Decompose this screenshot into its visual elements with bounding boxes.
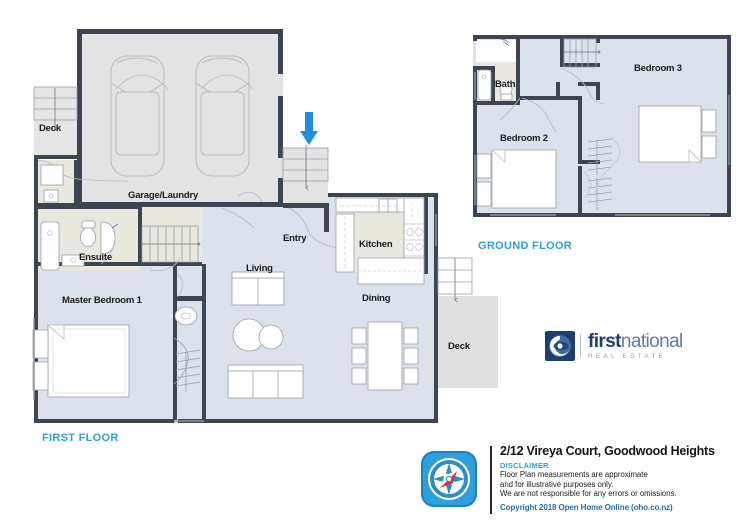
interior-staircase — [141, 225, 201, 263]
first-floor-windows — [174, 214, 437, 422]
hall-door-swing — [176, 272, 184, 298]
logo-tagline: REAL ESTATE — [588, 352, 667, 360]
logo-brand-name: firstnational — [588, 332, 683, 351]
living-sofa-lower-icon — [227, 364, 304, 399]
ground-stairs-lower — [583, 137, 621, 210]
entry-door-swing — [288, 207, 346, 249]
first-national-mark-icon — [545, 331, 575, 361]
footer-divider — [490, 446, 492, 514]
bedroom3-door-swing — [559, 67, 605, 105]
room-label-bath: Bath — [495, 79, 516, 90]
bath-door-swing — [499, 97, 521, 121]
living-ottoman-icon — [232, 318, 284, 352]
room-label-garage-laundry: Garage/Laundry — [128, 190, 199, 201]
room-label-deck-rear: Deck — [448, 341, 470, 352]
room-label-bedroom-3: Bedroom 3 — [634, 63, 682, 74]
disclaimer-line-2: and for illustrative purposes only. — [500, 479, 614, 489]
logo-word-national: national — [620, 330, 683, 352]
logo-divider — [580, 334, 581, 358]
stairs-down-right — [282, 145, 329, 191]
deck-door-swing — [37, 159, 129, 182]
dining-table-icon — [351, 321, 419, 391]
stairs-down-arrow — [300, 112, 318, 145]
living-sofa-upper-icon — [231, 271, 285, 306]
disclaimer-line-3: We are not responsible for any errors or… — [500, 489, 677, 499]
room-label-kitchen: Kitchen — [359, 239, 393, 250]
ensuite-fixtures — [40, 164, 119, 271]
room-label-ensuite: Ensuite — [79, 252, 112, 263]
room-label-dining: Dining — [362, 293, 391, 304]
rear-deck-stairs — [437, 257, 473, 303]
garage-internal-door-swing — [237, 191, 263, 203]
first-national-logo: firstnational REAL ESTATE — [545, 329, 685, 363]
footer-text: 2/12 Vireya Court, Goodwood Heights DISC… — [500, 444, 715, 512]
disclaimer-heading: DISCLAIMER — [500, 461, 549, 470]
kitchen-overhead-dashes — [340, 202, 413, 268]
room-label-entry: Entry — [283, 233, 307, 244]
master-bed-icon — [32, 324, 130, 398]
first-floor-walls — [34, 29, 438, 423]
car-left-icon — [110, 55, 169, 177]
room-label-living: Living — [246, 263, 273, 274]
disclaimer-line-1: Floor Plan measurements are approximate — [500, 470, 648, 479]
footer-block: 2/12 Vireya Court, Goodwood Heights DISC… — [420, 444, 740, 520]
room-label-deck-left: Deck — [39, 123, 61, 134]
stair-door-swing — [149, 257, 181, 271]
room-label-master-bedroom-1: Master Bedroom 1 — [62, 295, 142, 306]
wc-fixture-icon — [174, 306, 198, 326]
floor-label-first-floor: FIRST FLOOR — [42, 432, 119, 444]
deck-stairs-left — [33, 86, 78, 132]
bedroom2-bed-icon — [476, 149, 557, 209]
lower-staircase — [173, 337, 201, 392]
room-label-bedroom-2: Bedroom 2 — [500, 133, 548, 144]
bath-fixtures — [477, 38, 513, 101]
bedroom2-door-swing — [521, 97, 557, 133]
ground-floor-windows — [474, 72, 730, 216]
garage-door-swing — [221, 207, 255, 229]
floor-label-ground-floor: GROUND FLOOR — [478, 240, 573, 252]
bedroom3-bed-icon — [638, 105, 717, 163]
car-right-icon — [195, 55, 254, 177]
logo-wordmark: firstnational REAL ESTATE — [588, 332, 683, 361]
compass-rose-icon — [421, 451, 477, 507]
copyright-notice: Copyright 2018 Open Home Online (oho.co.… — [500, 502, 673, 512]
logo-word-first: first — [588, 330, 622, 352]
ensuite-door-swing — [100, 235, 116, 265]
ground-stairs-upper — [563, 38, 601, 68]
property-address: 2/12 Vireya Court, Goodwood Heights — [500, 444, 715, 458]
